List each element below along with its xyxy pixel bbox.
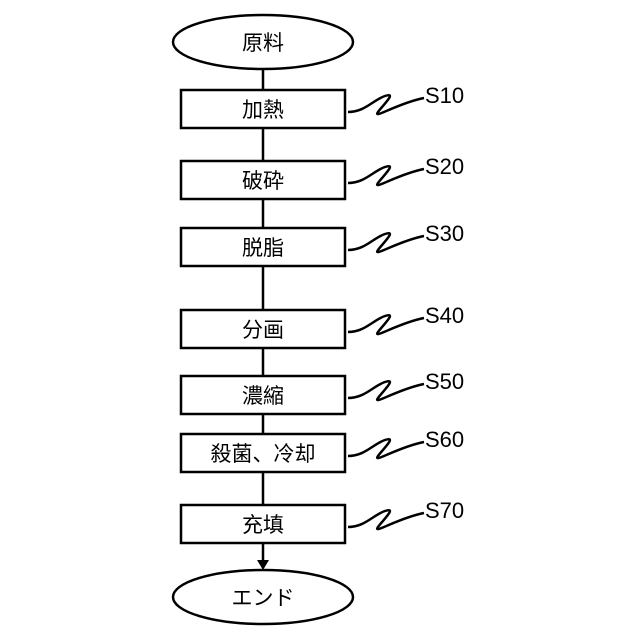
squiggle-leader (348, 381, 424, 400)
step-s70: 充填 S70 (181, 498, 464, 543)
step-label: 濃縮 (242, 384, 284, 408)
start-label: 原料 (242, 31, 284, 55)
step-label: 加熱 (242, 98, 284, 122)
step-s40: 分画 S40 (181, 303, 464, 348)
squiggle-leader (348, 439, 424, 458)
squiggle-leader (348, 315, 424, 334)
step-number: S10 (425, 83, 464, 108)
step-number: S50 (425, 369, 464, 394)
step-number: S70 (425, 498, 464, 523)
end-label: エンド (232, 586, 295, 610)
step-label: 分画 (242, 318, 284, 342)
step-number: S40 (425, 303, 464, 328)
step-s50: 濃縮 S50 (181, 369, 464, 414)
step-s20: 破砕 S20 (181, 154, 464, 199)
step-label: 脱脂 (242, 236, 284, 260)
step-s60: 殺菌、冷却 S60 (181, 427, 464, 472)
squiggle-leader (348, 510, 424, 529)
step-label: 破砕 (242, 169, 284, 193)
squiggle-leader (348, 95, 424, 114)
squiggle-leader (348, 233, 424, 252)
step-label: 殺菌、冷却 (211, 442, 316, 466)
end-terminal: エンド (173, 570, 353, 624)
step-label: 充填 (242, 513, 284, 537)
step-number: S60 (425, 427, 464, 452)
step-number: S30 (425, 221, 464, 246)
step-s30: 脱脂 S30 (181, 221, 464, 266)
squiggle-leader (348, 166, 424, 185)
step-number: S20 (425, 154, 464, 179)
arrowhead-to-end (257, 560, 269, 570)
start-terminal: 原料 (173, 15, 353, 69)
step-s10: 加熱 S10 (181, 83, 464, 128)
